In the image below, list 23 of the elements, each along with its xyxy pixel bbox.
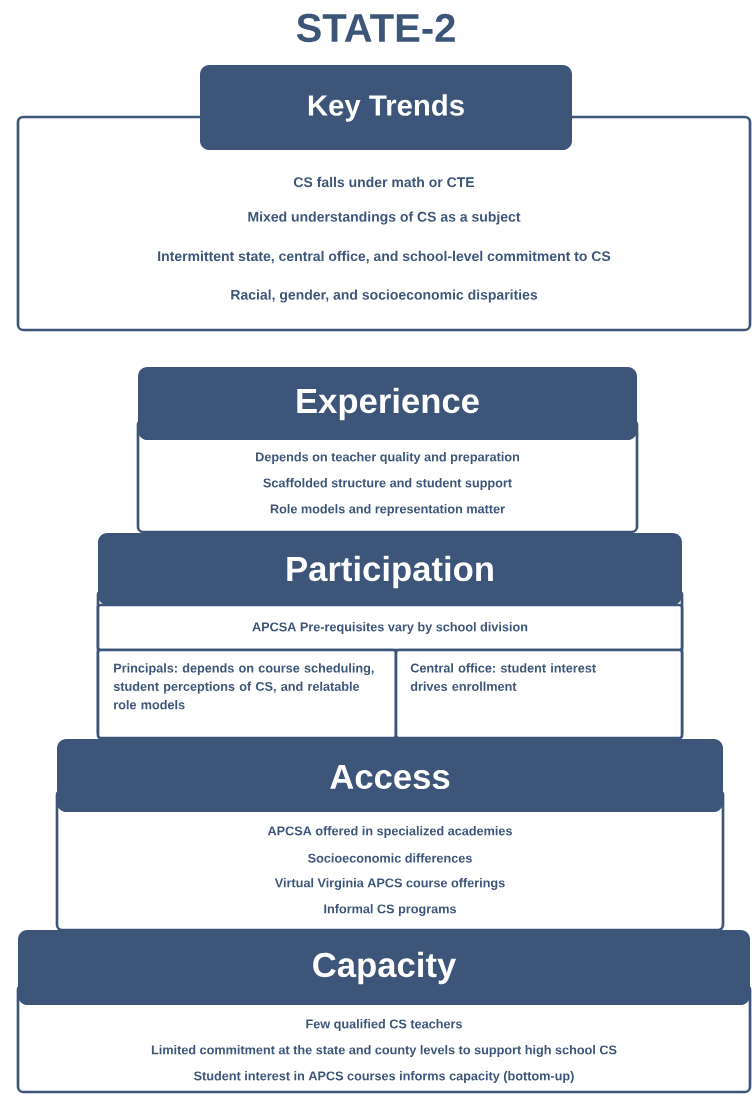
body-text: Student interest in APCS courses informs capacity (bottom-up) [194,1071,574,1083]
body-text: APCSA offered in specialized academies [267,826,512,838]
body-text: Informal CS programs [324,904,456,916]
body-text: Role models and representation matter [270,504,505,516]
body-text: Principals: depends on course scheduling, student perceptions of CS, and relatable role models [113,663,374,710]
body-text: Socioeconomic differences [308,853,472,863]
body-text: Depends on teacher quality and preparation [256,452,520,464]
body-text: Virtual Virginia APCS course offerings [274,878,505,890]
body-text: APCSA Pre-requisites vary by school division [252,622,528,634]
body-text: Intermittent state, central office, and school-level commitment to CS [158,250,611,264]
title: STATE-2 [296,13,455,43]
header-banner: Experience [138,367,637,440]
body-text: Scaffolded structure and student support [263,478,512,490]
body-text: Mixed understandings of CS as a subject [248,211,521,225]
body-text: Few qualified CS teachers [306,1019,462,1031]
body-text: Racial, gender, and socioeconomic disparities [231,289,538,303]
header-banner: Capacity [18,930,750,1005]
body-text: Limited commitment at the state and county levels to support high school CS [151,1045,617,1057]
header-banner: Key Trends [200,65,572,150]
body-text: Central office: student interest drives enrollment [410,663,596,691]
header-banner: Access [57,739,723,812]
header-banner: Participation [98,533,682,605]
body-text: CS falls under math or CTE [293,176,475,188]
